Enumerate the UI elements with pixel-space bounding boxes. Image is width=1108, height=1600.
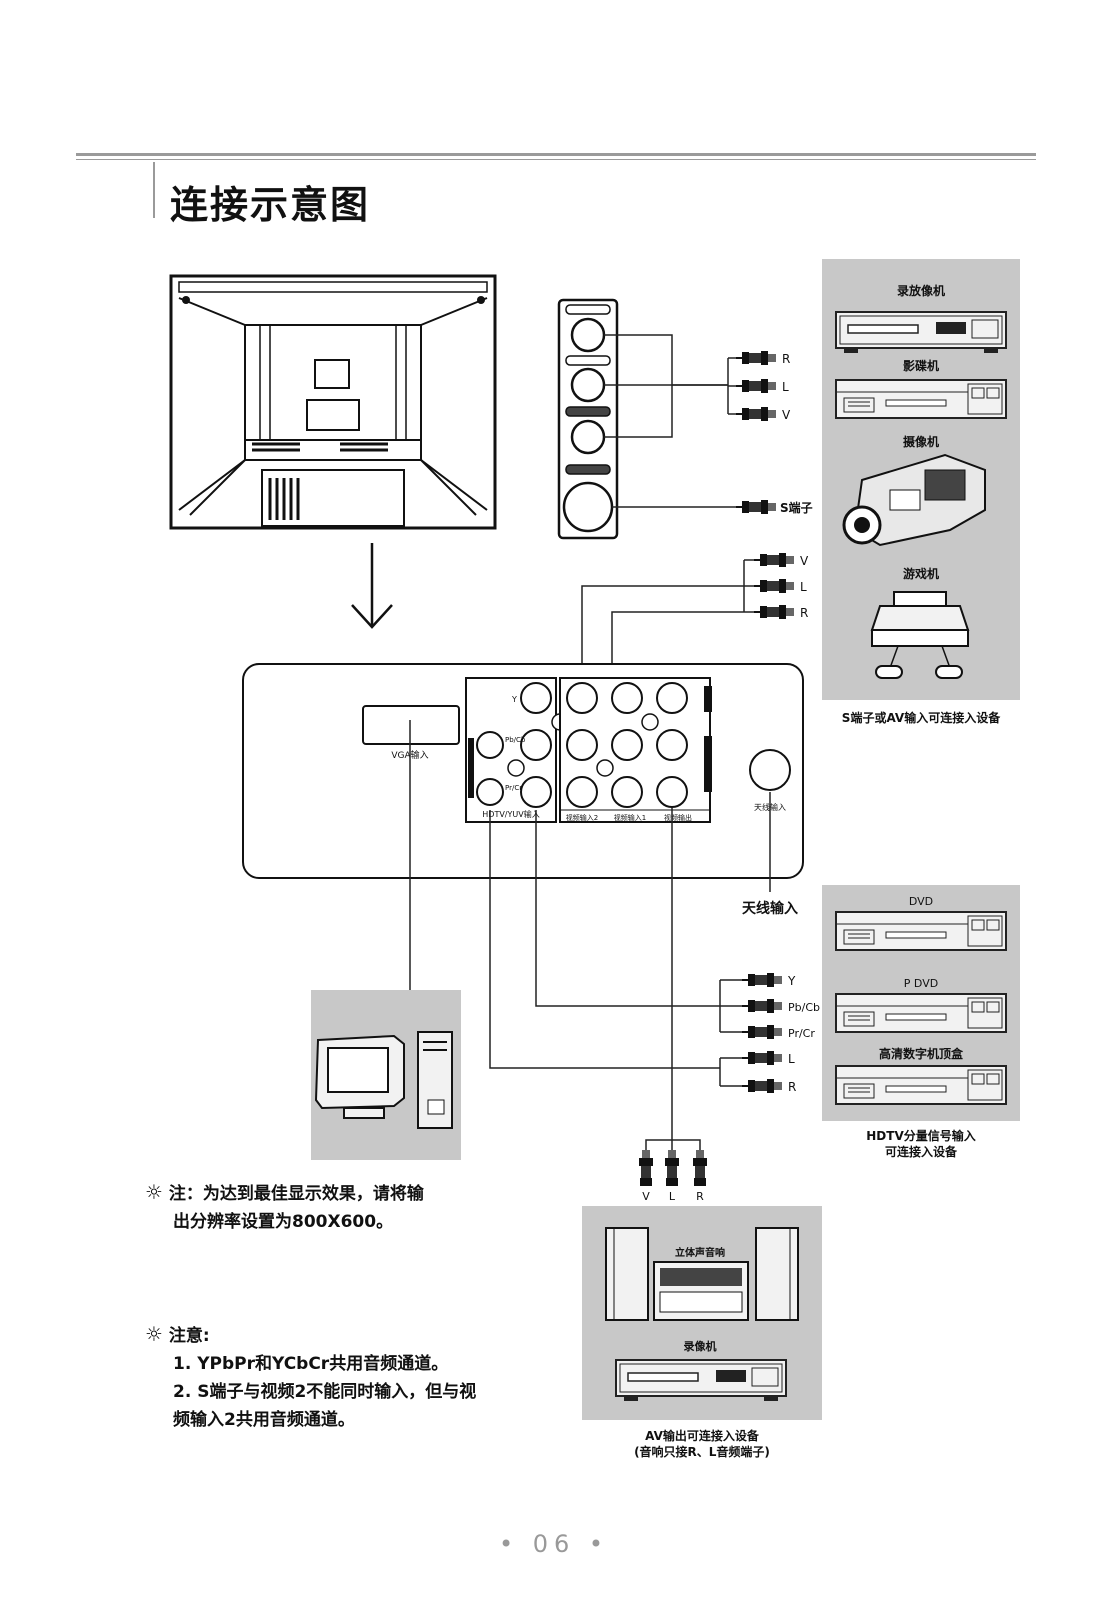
note-attention: ☼ 注意: 1. YPbPr和YCbCr共用音频通道。 2. S端子与视频2不能…: [145, 1320, 476, 1434]
side-jack-wires: [604, 334, 742, 508]
s-terminal-label: S端子: [780, 500, 813, 515]
jack-label-pr: Pr/Cr: [505, 784, 522, 792]
plug-label-l-mid: L: [800, 580, 807, 594]
note2-title: 注意:: [168, 1326, 210, 1346]
plug-label-v: V: [782, 408, 791, 422]
note2-item-1: 1. YPbPr和YCbCr共用音频通道。: [173, 1354, 449, 1374]
recorder-icon: [615, 1359, 787, 1402]
section-label-video1: 视频输入1: [614, 813, 646, 822]
out-plug-v: [639, 1150, 653, 1186]
game-console-icon: [870, 591, 970, 679]
dvd-player-icon: [835, 911, 1007, 951]
hdtv-plug-label-l: L: [788, 1052, 795, 1066]
av-plug-l-top: [735, 378, 777, 394]
rear-panel-wires: [409, 720, 771, 1150]
device-label-pdvd: P DVD: [904, 977, 938, 990]
hdtv-caption-2: 可连接入设备: [885, 1144, 958, 1159]
section-label-vout: 视频输出: [664, 813, 692, 822]
out-label-r: R: [696, 1190, 704, 1203]
av-plug-l-mid: [753, 578, 795, 594]
plug-label-l: L: [782, 380, 789, 394]
device-label-dvd: DVD: [909, 895, 933, 908]
page-title: 连接示意图: [170, 183, 371, 227]
note1-line2: 出分辨率设置为800X600。: [173, 1212, 394, 1232]
antenna-jack: [749, 749, 791, 791]
jack-label-pb: Pb/Cb: [505, 736, 526, 744]
speaker-right-icon: [755, 1227, 799, 1321]
out-plug-l: [665, 1150, 679, 1186]
stereo-icon: [653, 1261, 749, 1321]
hdtv-label: HDTV/YUV输入: [482, 809, 539, 819]
header-rule-thin: [76, 159, 1036, 160]
hdtv-devices-panel: DVD P DVD 高清数字机顶盒: [822, 885, 1020, 1121]
hdtv-plug-label-pb: Pb/Cb: [788, 1001, 820, 1014]
note2-item-2: 2. S端子与视频2不能同时输入，但与视: [173, 1382, 477, 1402]
device-label-game: 游戏机: [903, 566, 939, 581]
camcorder-icon: [842, 453, 986, 547]
av-plug-r-top: [735, 350, 777, 366]
s-terminal-plug: [735, 499, 777, 515]
device-label-recorder: 录像机: [684, 1339, 717, 1353]
out-plug-r: [693, 1150, 707, 1186]
side-jack-panel: [557, 298, 619, 540]
header-rule-thick: [76, 153, 1036, 156]
plug-r: [741, 1078, 783, 1094]
device-label-stereo: 立体声音响: [675, 1246, 725, 1259]
note-resolution: ☼ 注：为达到最佳显示效果，请将输 出分辨率设置为800X600。: [145, 1178, 424, 1236]
speaker-left-icon: [605, 1227, 649, 1321]
s-av-devices-caption: S端子或AV输入可连接入设备: [842, 710, 1001, 725]
av-plug-r-mid: [753, 604, 795, 620]
note1-line1: 注：为达到最佳显示效果，请将输: [168, 1184, 424, 1204]
device-label-vcr: 录放像机: [897, 283, 945, 298]
page-number: • 06 •: [498, 1530, 610, 1558]
computer-monitor-icon: [314, 1034, 405, 1119]
jack-label-y: Y: [511, 695, 517, 704]
sun-icon: ☼: [145, 1180, 163, 1204]
computer-tower-icon: [417, 1031, 453, 1129]
device-label-disc: 影碟机: [903, 358, 939, 373]
out-label-l: L: [669, 1190, 676, 1203]
hdtv-caption-1: HDTV分量信号输入: [866, 1128, 975, 1143]
s-av-devices-panel: 录放像机 影碟机 摄像机 游戏机: [822, 259, 1020, 700]
plug-pb: [741, 998, 783, 1014]
set-top-box-icon: [835, 1065, 1007, 1105]
av-plug-v-top: [735, 406, 777, 422]
disc-player-icon: [835, 379, 1007, 419]
plug-label-r-mid: R: [800, 606, 808, 620]
tv-rear-panel: VGA输入 Y Pb/Cb Pr/Cr HDTV/YUV输入 视频输入2 视频输…: [242, 663, 804, 879]
plug-y: [741, 972, 783, 988]
down-arrow-icon: [351, 543, 393, 629]
plug-pr: [741, 1024, 783, 1040]
av-plug-v-mid: [753, 552, 795, 568]
hdtv-plug-label-y: Y: [787, 974, 796, 988]
hdtv-plug-label-r: R: [788, 1080, 796, 1094]
title-bar: [153, 162, 155, 218]
section-label-video2: 视频输入2: [566, 813, 598, 822]
plug-l: [741, 1050, 783, 1066]
computer-panel: [311, 990, 461, 1160]
device-label-stb: 高清数字机顶盒: [879, 1046, 964, 1061]
sun-icon: ☼: [145, 1322, 163, 1346]
vga-port: [362, 705, 460, 745]
device-label-camcorder: 摄像机: [903, 434, 939, 449]
plug-label-r: R: [782, 352, 790, 366]
note2-item-3: 频输入2共用音频通道。: [173, 1410, 355, 1430]
out-devices-panel: 立体声音响 录像机: [582, 1206, 822, 1420]
tv-rear-view: [169, 274, 497, 530]
plug-label-v-mid: V: [800, 554, 809, 568]
progressive-dvd-icon: [835, 993, 1007, 1033]
out-wires: [645, 1139, 701, 1150]
vcr-icon: [835, 311, 1007, 354]
hdtv-plug-label-pr: Pr/Cr: [788, 1027, 815, 1040]
out-label-v: V: [642, 1190, 650, 1203]
out-caption-1: AV输出可连接入设备: [645, 1428, 760, 1443]
out-caption-2: (音响只接R、L音频端子): [634, 1444, 770, 1459]
antenna-input-caption: 天线输入: [742, 900, 798, 917]
